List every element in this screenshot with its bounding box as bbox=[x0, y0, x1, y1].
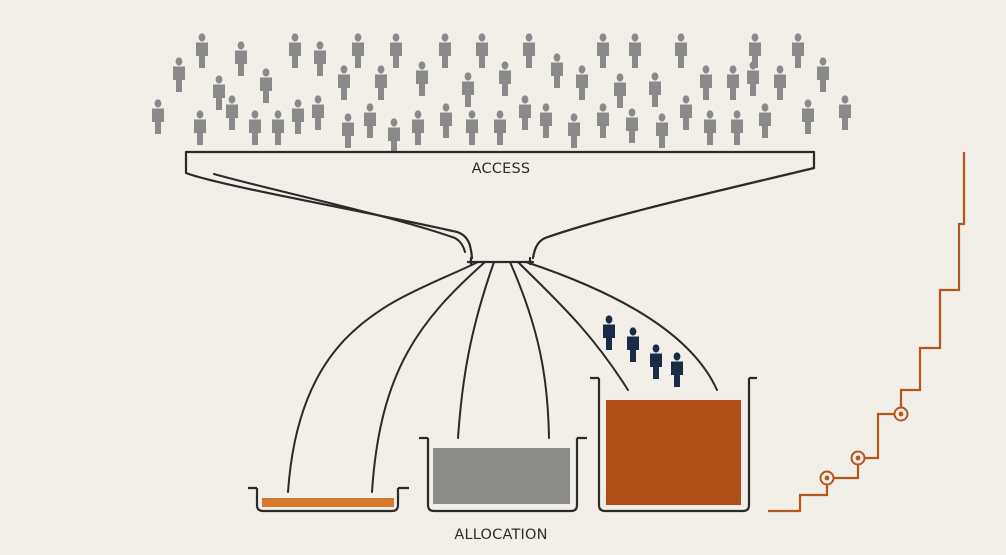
crowd-person-icon bbox=[439, 33, 451, 68]
large-bin-outline bbox=[597, 378, 751, 513]
crowd-person-icon bbox=[289, 33, 301, 68]
crowd-person-icon bbox=[680, 95, 692, 130]
crowd-person-icon bbox=[494, 110, 506, 145]
allocation-pipe bbox=[371, 261, 486, 493]
circle-dot-center bbox=[898, 411, 904, 417]
access-funnel bbox=[184, 150, 816, 493]
crowd-person-icon bbox=[235, 41, 247, 76]
crowd-person-icon bbox=[352, 33, 364, 68]
crowd-person-icon bbox=[817, 57, 829, 92]
crowd-person-icon bbox=[499, 61, 511, 96]
crowd-person-icon bbox=[173, 57, 185, 92]
allocation-pipe bbox=[517, 261, 629, 391]
selected-people-group bbox=[603, 315, 683, 387]
small-bin-outline bbox=[255, 488, 400, 513]
crowd-person-icon bbox=[390, 33, 402, 68]
crowd-person-icon bbox=[649, 72, 661, 107]
crowd-person-icon bbox=[626, 108, 638, 143]
crowd-person-icon bbox=[727, 65, 739, 100]
crowd-person-icon bbox=[249, 110, 261, 145]
selected-person-icon bbox=[650, 344, 662, 379]
crowd-person-icon bbox=[342, 113, 354, 148]
crowd-person-icon bbox=[213, 75, 225, 110]
crowd-person-icon bbox=[704, 110, 716, 145]
selected-person-icon bbox=[627, 327, 639, 362]
crowd-person-icon bbox=[519, 95, 531, 130]
crowd-person-icon bbox=[416, 61, 428, 96]
crowd-person-icon bbox=[614, 73, 626, 108]
crowd-person-icon bbox=[440, 103, 452, 138]
access-label: ACCESS bbox=[471, 161, 531, 177]
crowd-person-icon bbox=[759, 103, 771, 138]
funnel-right-wall bbox=[531, 150, 816, 260]
allocation-pipe bbox=[525, 261, 718, 391]
crowd-person-icon bbox=[675, 33, 687, 68]
allocation-pipe bbox=[457, 261, 495, 439]
circle-dot-center bbox=[855, 455, 861, 461]
crowd-person-icon bbox=[375, 65, 387, 100]
crowd-person-icon bbox=[597, 103, 609, 138]
allocation-pipe bbox=[509, 261, 550, 439]
selected-person-icon bbox=[671, 352, 683, 387]
crowd-person-icon bbox=[576, 65, 588, 100]
crowd-person-icon bbox=[226, 95, 238, 130]
crowd-person-icon bbox=[194, 110, 206, 145]
crowd-person-icon bbox=[388, 118, 400, 153]
crowd-person-icon bbox=[466, 110, 478, 145]
staircase-line bbox=[768, 152, 966, 513]
crowd-person-icon bbox=[774, 65, 786, 100]
allocation-pipe bbox=[287, 261, 479, 493]
selected-person-icon bbox=[603, 315, 615, 350]
crowd-person-icon bbox=[196, 33, 208, 68]
funnel-inner-line bbox=[213, 173, 466, 253]
crowd-person-icon bbox=[629, 33, 641, 68]
crowd-person-icon bbox=[568, 113, 580, 148]
crowd-person-icon bbox=[802, 99, 814, 134]
medium-bin-outline bbox=[426, 438, 579, 513]
crowd-person-icon bbox=[292, 99, 304, 134]
crowd-person-icon bbox=[260, 68, 272, 103]
crowd-person-icon bbox=[152, 99, 164, 134]
crowd-person-icon bbox=[597, 33, 609, 68]
allocation-label: ALLOCATION bbox=[454, 527, 548, 543]
crowd-person-icon bbox=[792, 33, 804, 68]
crowd-person-icon bbox=[656, 113, 668, 148]
allocation-bins bbox=[248, 376, 757, 513]
crowd-person-icon bbox=[314, 41, 326, 76]
crowd-person-icon bbox=[364, 103, 376, 138]
crowd-person-icon bbox=[312, 95, 324, 130]
crowd-person-icon bbox=[272, 110, 284, 145]
crowd-person-icon bbox=[731, 110, 743, 145]
circle-dot-center bbox=[824, 475, 830, 481]
crowd-person-icon bbox=[462, 72, 474, 107]
crowd-person-icon bbox=[700, 65, 712, 100]
medium-bin-fill bbox=[433, 448, 570, 504]
crowd-person-icon bbox=[338, 65, 350, 100]
crowd-person-icon bbox=[476, 33, 488, 68]
crowd-person-icon bbox=[523, 33, 535, 68]
funnel-left-wall bbox=[184, 150, 474, 260]
crowd-person-icon bbox=[540, 103, 552, 138]
crowd-person-icon bbox=[551, 53, 563, 88]
crowd-person-icon bbox=[412, 110, 424, 145]
small-bin-fill bbox=[262, 498, 394, 507]
large-bin-fill bbox=[606, 400, 741, 505]
crowd-person-icon bbox=[839, 95, 851, 130]
growth-staircase bbox=[768, 152, 966, 513]
crowd-group bbox=[152, 33, 851, 153]
